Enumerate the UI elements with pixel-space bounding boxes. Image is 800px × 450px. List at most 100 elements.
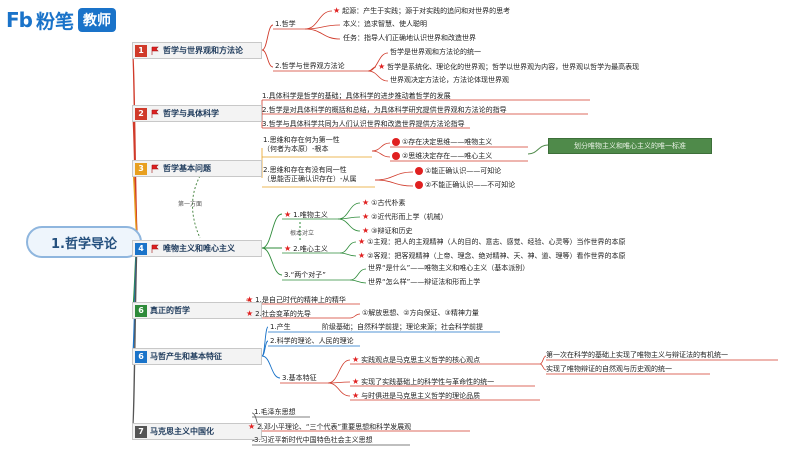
star-icon: ★ [352,377,360,386]
section-label: 哲学与世界观和方法论 [163,46,243,55]
bullet-icon [392,138,400,146]
leaf-unknowable: ②不能正确认识——不可知论 [415,181,515,190]
branch-q2: 2.思维和存在有没有同一性 （思能否正确认识存在）-从属 [263,166,357,183]
leaf-pioneer: ★2.社会变革的先导 [246,309,311,318]
section-number: 7 [135,425,147,438]
section-basic-question: 3 哲学基本问题 [132,160,262,177]
leaf-ancient: ★①古代朴素 [362,198,406,207]
bullet-icon [415,181,423,189]
leaf-science-summary: 2.哲学是对具体科学的概括和总结，为具体科学研究提供世界观和方法论的指导 [262,106,507,114]
section-marxism-china: 7 马克思主义中国化 [132,423,262,440]
connector-line [261,355,281,379]
section-number: 4 [135,242,147,255]
leaf-materialism-def: ①存在决定思维——唯物主义 [392,138,492,147]
bullet-icon [392,152,400,160]
leaf-origin: ★起源：产生于实践；源于对实践的追问和对世界的思考 [333,6,511,15]
branch-features: 3.基本特征 [282,374,317,382]
star-icon: ★ [378,62,386,71]
leaf-meaning: 本义：追求智慧、使人聪明 [343,20,427,28]
leaf-task: 任务：指导人们正确地认识世界和改造世界 [343,34,476,42]
leaf-functions: ①解放思想、②方向保证、③精神力量 [362,309,479,317]
leaf-knowable: ①能正确认识——可知论 [415,167,501,176]
star-icon: ★ [362,198,370,207]
flag-icon [151,244,159,253]
flag-icon [151,109,159,118]
star-icon: ★ [352,355,360,364]
leaf-science-basis: 1.具体科学是哲学的基础；具体科学的进步推动着哲学的发展 [262,92,451,100]
root-node: 1.哲学导论 [26,226,142,258]
branch-scientific: 2.科学的理论、人民的理论 [270,337,354,345]
section-number: 6 [135,304,147,317]
section-marxism-origin: 6 马哲产生和基本特征 [132,348,262,365]
star-icon: ★ [248,422,256,431]
section-label: 哲学基本问题 [163,164,211,173]
connector-line [374,171,414,181]
connector-line [337,218,361,232]
branch-idealism: ★2.唯心主义 [284,244,328,253]
section-label: 真正的哲学 [150,306,190,315]
star-icon: ★ [284,244,292,253]
connector-line [371,142,391,152]
star-icon: ★ [358,237,366,246]
branch-materialism: ★1.唯物主义 [284,210,328,219]
section-number: 3 [135,162,147,175]
section-label: 马克思主义中国化 [150,427,214,436]
leaf-essence: ★1.是自己时代的精神上的精华 [246,295,346,304]
connector-line [304,10,333,30]
connector-line [304,28,341,40]
logo-badge: 教师 [78,8,116,32]
section-label: 马哲产生和基本特征 [150,352,222,361]
leaf-systematic: ★哲学是系统化、理论化的世界观；哲学以世界观为内容，世界观以哲学为最高表现 [378,62,640,71]
connector-line [349,279,367,284]
star-icon: ★ [284,210,292,219]
leaf-unity: 哲学是世界观和方法论的统一 [390,48,481,56]
connector-line [349,313,361,319]
section-label: 哲学与具体科学 [163,109,219,118]
star-icon: ★ [246,295,254,304]
connector-line [371,150,391,158]
section-materialism-idealism: 4 唯物主义和唯心主义 [132,240,262,257]
section-concrete-science: 2 哲学与具体科学 [132,105,262,122]
connector-line [349,268,367,281]
leaf-first-unity: 第一次在科学的基础上实现了唯物主义与辩证法的有机统一 [546,351,728,359]
leaf-idealism-def: ②思维决定存在——唯心主义 [392,152,492,161]
connector-line [327,359,351,384]
leaf-unity-science: ★实现了实践基础上的科学性与革命性的统一 [352,377,495,386]
branch-q1: 1.思维和存在何为第一性 （何者为本原）-根本 [263,136,340,153]
section-number: 2 [135,107,147,120]
connector-line [339,241,357,254]
leaf-how-is: 世界“怎么样”——辩证法和形而上学 [368,278,481,286]
leaf-origin-basis: 阶级基础；自然科学前提；理论来源；社会科学前提 [322,323,483,331]
branch-origin: 1.产生 [270,323,291,331]
leaf-dialectical: ★③辩证和历史 [362,226,413,235]
star-icon: ★ [333,6,341,15]
flag-icon [151,46,159,55]
connector-line [367,70,389,82]
connector-line [527,144,549,155]
connector-line [339,252,357,257]
connector-line [327,382,351,397]
section-number: 1 [135,44,147,57]
leaf-mao: 1.毛泽东思想 [254,408,296,416]
leaf-modern: ★②近代形而上学（机械） [362,212,448,221]
section-number: 6 [135,350,147,363]
leaf-nature-history: 实现了唯物辩证的自然观与历史观的统一 [546,365,672,373]
section-label: 唯物主义和唯心主义 [163,244,235,253]
star-icon: ★ [358,251,366,260]
connector-line [374,179,414,187]
connector-line [261,24,274,51]
leaf-decides: 世界观决定方法论，方法论体现世界观 [390,76,509,84]
connector-line [261,247,283,276]
section-worldview: 1 哲学与世界观和方法论 [132,42,262,59]
fenbi-logo: Fb 粉笔 教师 [6,8,116,33]
leaf-advance: ★与时俱进是马克思主义哲学的理论品质 [352,391,481,400]
connector-line [304,24,341,30]
connector-line [261,49,274,68]
leaf-practice-core: ★实践观点是马克思主义哲学的核心观点 [352,355,481,364]
star-icon: ★ [362,226,370,235]
branch-philosophy: 1.哲学 [275,20,296,28]
leaf-xi: 3.习近平新时代中国特色社会主义思想 [254,436,373,444]
connector-line [337,216,361,220]
connector-line [337,202,361,220]
bullet-icon [415,167,423,175]
